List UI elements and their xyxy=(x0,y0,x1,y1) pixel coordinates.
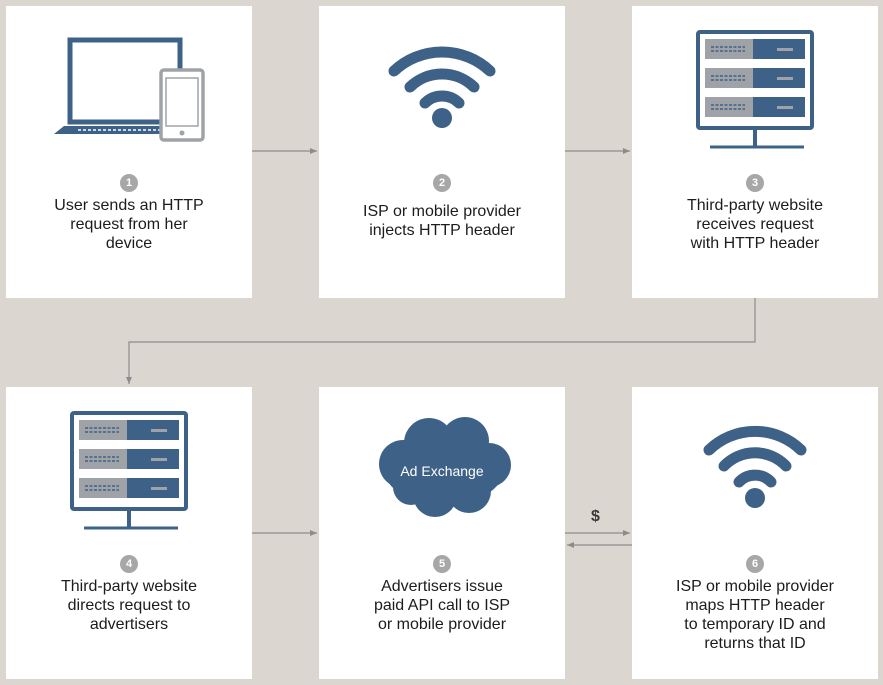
step-description: Advertisers issue paid API call to ISP o… xyxy=(333,577,551,634)
description-line: ISP or mobile provider xyxy=(676,578,834,595)
step-card-6: 6 ISP or mobile provider maps HTTP heade… xyxy=(632,387,878,679)
step-card-3: 3 Third-party website receives request w… xyxy=(632,6,878,298)
step-description: Third-party website directs request to a… xyxy=(20,577,238,634)
cloud-icon: Ad Exchange xyxy=(379,417,511,517)
description-line: returns that ID xyxy=(704,635,806,652)
wifi-icon xyxy=(388,46,496,128)
laptop-and-phone-icon xyxy=(54,37,205,142)
description-line: injects HTTP header xyxy=(369,222,515,239)
step-number-badge: 2 xyxy=(433,174,451,192)
description-line: directs request to xyxy=(67,597,191,614)
step-card-2: 2 ISP or mobile provider injects HTTP he… xyxy=(319,6,565,298)
description-line: paid API call to ISP xyxy=(373,597,511,614)
wifi-icon xyxy=(703,425,807,508)
server-icon xyxy=(70,411,188,530)
server-icon xyxy=(696,30,814,149)
description-line: request from her xyxy=(70,216,188,233)
description-line: device xyxy=(105,235,153,252)
step-description: ISP or mobile provider injects HTTP head… xyxy=(333,202,551,240)
step-number-badge: 3 xyxy=(746,174,764,192)
step-description: ISP or mobile provider maps HTTP header … xyxy=(646,577,864,653)
description-line: receives request xyxy=(696,216,814,233)
step-number-badge: 5 xyxy=(433,555,451,573)
step-card-1: 1 User sends an HTTP request from her de… xyxy=(6,6,252,298)
step-card-4: 4 Third-party website directs request to… xyxy=(6,387,252,679)
cloud-label: Ad Exchange xyxy=(400,463,483,479)
step-description: User sends an HTTP request from her devi… xyxy=(20,196,238,253)
description-line: to temporary ID and xyxy=(684,616,826,633)
description-line: User sends an HTTP xyxy=(54,197,204,214)
description-line: or mobile provider xyxy=(377,616,507,633)
description-line: with HTTP header xyxy=(690,235,820,252)
description-line: ISP or mobile provider xyxy=(363,203,521,220)
arrow-3-to-4 xyxy=(126,298,756,384)
description-line: Advertisers issue xyxy=(381,578,503,595)
step-description: Third-party website receives request wit… xyxy=(646,196,864,253)
step-number-badge: 1 xyxy=(120,174,138,192)
step-number-badge: 4 xyxy=(120,555,138,573)
step-number-badge: 6 xyxy=(746,555,764,573)
payment-label: $ xyxy=(591,508,600,525)
description-line: advertisers xyxy=(89,616,169,633)
description-line: Third-party website xyxy=(686,197,824,214)
description-line: Third-party website xyxy=(60,578,198,595)
step-card-5: Ad Exchange 5 Advertisers issue paid API… xyxy=(319,387,565,679)
description-line: maps HTTP header xyxy=(685,597,825,614)
